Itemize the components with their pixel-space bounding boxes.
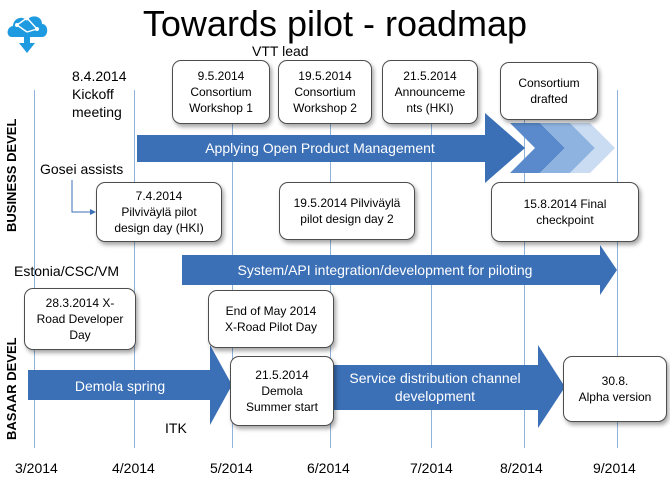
chevron-2 — [540, 123, 595, 173]
month-label: 4/2014 — [112, 460, 155, 476]
service-distribution-arrow — [322, 345, 565, 428]
cloud-download-icon — [7, 16, 48, 53]
gridline-4-2014 — [134, 90, 135, 448]
open-product-arrow — [137, 113, 525, 183]
vtt-lead-label: VTT lead — [252, 43, 309, 59]
page-title: Towards pilot - roadmap — [142, 3, 528, 44]
workshop-1-box: 9.5.2014 Consortium Workshop 1 — [172, 60, 270, 124]
month-label: 7/2014 — [410, 460, 453, 476]
month-label: 6/2014 — [307, 460, 350, 476]
kickoff-label: 8.4.2014 Kickoff meeting — [72, 68, 127, 120]
consortium-drafted-box: Consortium drafted — [500, 62, 598, 120]
xroad-pilot-day-box: End of May 2014 X-Road Pilot Day — [208, 290, 334, 348]
gridline-9-2014 — [617, 90, 618, 448]
demola-spring-arrow — [28, 345, 232, 425]
demola-spring-label: Demola spring — [74, 378, 166, 394]
xroad-developer-day-box: 28.3.2014 X- Road Developer Day — [24, 288, 136, 350]
pilot-design-day-2-box: 19.5.2014 Pilviväylä pilot design day 2 — [279, 182, 415, 240]
estonia-label: Estonia/CSC/VM — [14, 263, 120, 279]
gosei-connector — [71, 180, 92, 213]
month-label: 9/2014 — [593, 460, 636, 476]
month-label: 3/2014 — [15, 460, 58, 476]
gosei-label: Gosei assists — [40, 161, 124, 177]
chevron-1 — [510, 123, 565, 173]
month-label: 5/2014 — [210, 460, 253, 476]
gridline-3-2014 — [34, 90, 35, 448]
pilot-design-day-1-box: 7.4.2014 Pilviväylä pilot design day (HK… — [96, 182, 222, 242]
system-api-label: System/API integration/development for p… — [237, 262, 533, 278]
final-checkpoint-box: 15.8.2014 Final checkpoint — [491, 182, 639, 242]
system-api-arrow — [182, 245, 617, 295]
alpha-version-box: 30.8. Alpha version — [563, 356, 667, 422]
itk-label: ITK — [165, 420, 187, 436]
month-label: 8/2014 — [500, 460, 543, 476]
demola-summer-box: 21.5.2014 Demola Summer start — [230, 356, 334, 426]
workshop-2-box: 19.5.2014 Consortium Workshop 2 — [278, 60, 372, 124]
announcements-box: 21.5.2014 Announceme nts (HKI) — [382, 60, 478, 124]
chevron-3 — [570, 123, 615, 173]
open-product-label: Applying Open Product Management — [205, 140, 435, 156]
service-distribution-label: Service distribution channel development — [349, 370, 521, 404]
